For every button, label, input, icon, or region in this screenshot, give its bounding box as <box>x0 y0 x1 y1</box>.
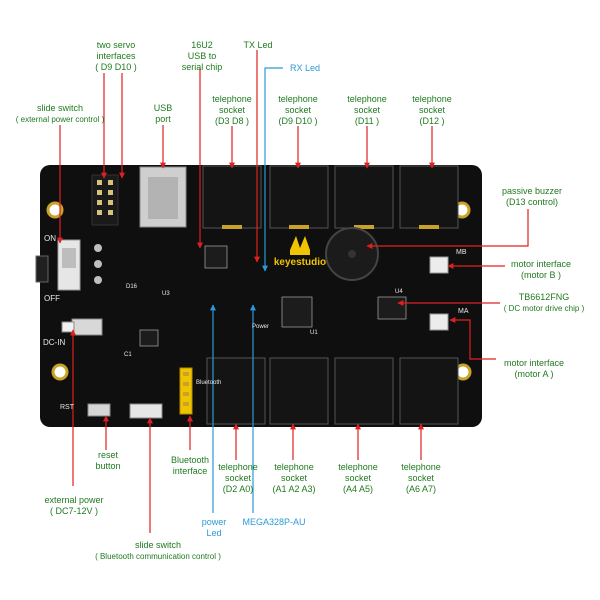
silk-c1: C1 <box>124 352 132 358</box>
bluetooth-header <box>179 367 193 415</box>
silk-d16: D16 <box>126 284 138 290</box>
label-slide-switch-bluetooth: slide switch( Bluetooth communication co… <box>95 540 221 561</box>
label-slide-switch-power: slide switch( external power control ) <box>15 103 105 124</box>
label-motor-b: motor interface(motor B ) <box>510 259 572 280</box>
label-passive-buzzer: passive buzzer(D13 control) <box>501 186 563 207</box>
label-mega328p: MEGA328P-AU <box>242 517 306 527</box>
label-tb6612: TB6612FNG( DC motor drive chip ) <box>503 292 585 313</box>
label-motor-a: motor interface(motor A ) <box>503 358 565 379</box>
bt-slide-switch-part <box>129 403 163 419</box>
telephone-socket-bottom <box>206 357 459 425</box>
logo-text: keyestudio <box>273 257 327 268</box>
reset-button-part <box>87 403 111 417</box>
telephone-socket-top <box>202 165 459 229</box>
silk-u1: U1 <box>310 330 318 336</box>
servo-header <box>91 174 119 226</box>
silk-mb: MB <box>456 249 467 256</box>
chips <box>139 245 407 347</box>
keyestudio-logo-mark <box>290 236 310 255</box>
power-slide-switch <box>35 239 102 291</box>
silk-u3: U3 <box>162 291 170 297</box>
label-external-power: external power( DC7-12V ) <box>44 495 104 516</box>
label-tx-led: TX Led <box>243 40 273 50</box>
silk-off: OFF <box>44 294 60 303</box>
silk-rst: RST <box>60 404 74 411</box>
silk-power: Power <box>252 324 270 330</box>
label-rx-led: RX Led <box>289 63 321 73</box>
silk-ma: MA <box>458 308 469 315</box>
dc-jack <box>61 318 103 336</box>
silk-bluetooth: Bluetooth <box>196 380 222 386</box>
silk-on: ON <box>44 234 56 243</box>
silk-u4: U4 <box>395 289 403 295</box>
silk-dc-in: DC-IN <box>43 338 66 347</box>
passive-buzzer <box>325 227 379 281</box>
